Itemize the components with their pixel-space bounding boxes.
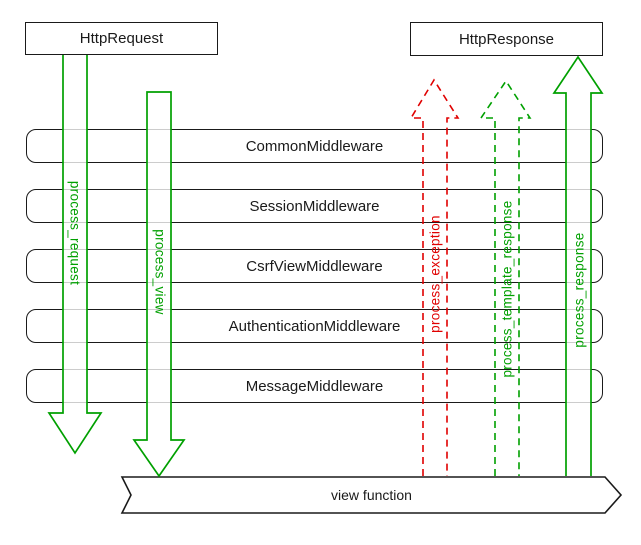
process-template-response-arrow xyxy=(479,79,532,476)
process-request-arrow-fill xyxy=(49,56,101,453)
process-response-label: process_response xyxy=(571,232,587,348)
process-view-arrow xyxy=(132,91,186,478)
process-exception-label: process_exception xyxy=(427,215,443,333)
middleware-row-common: CommonMiddleware xyxy=(26,129,603,163)
process-response-arrow xyxy=(552,55,604,476)
http-response-box: HttpResponse xyxy=(410,22,603,56)
middleware-row-csrf: CsrfViewMiddleware xyxy=(26,249,603,283)
view-function-label: view function xyxy=(331,487,412,503)
process-template-response-label: process_template_response xyxy=(499,200,515,378)
process-request-label: process_request xyxy=(67,180,83,286)
http-request-box: HttpRequest xyxy=(25,22,218,55)
view-function-banner xyxy=(120,476,623,514)
process-exception-arrow xyxy=(409,78,460,476)
process-view-label: process_view xyxy=(152,229,168,315)
middleware-row-session: SessionMiddleware xyxy=(26,189,603,223)
middleware-row-message: MessageMiddleware xyxy=(26,369,603,403)
process-request-arrow xyxy=(47,55,103,455)
middleware-row-authentication: AuthenticationMiddleware xyxy=(26,309,603,343)
